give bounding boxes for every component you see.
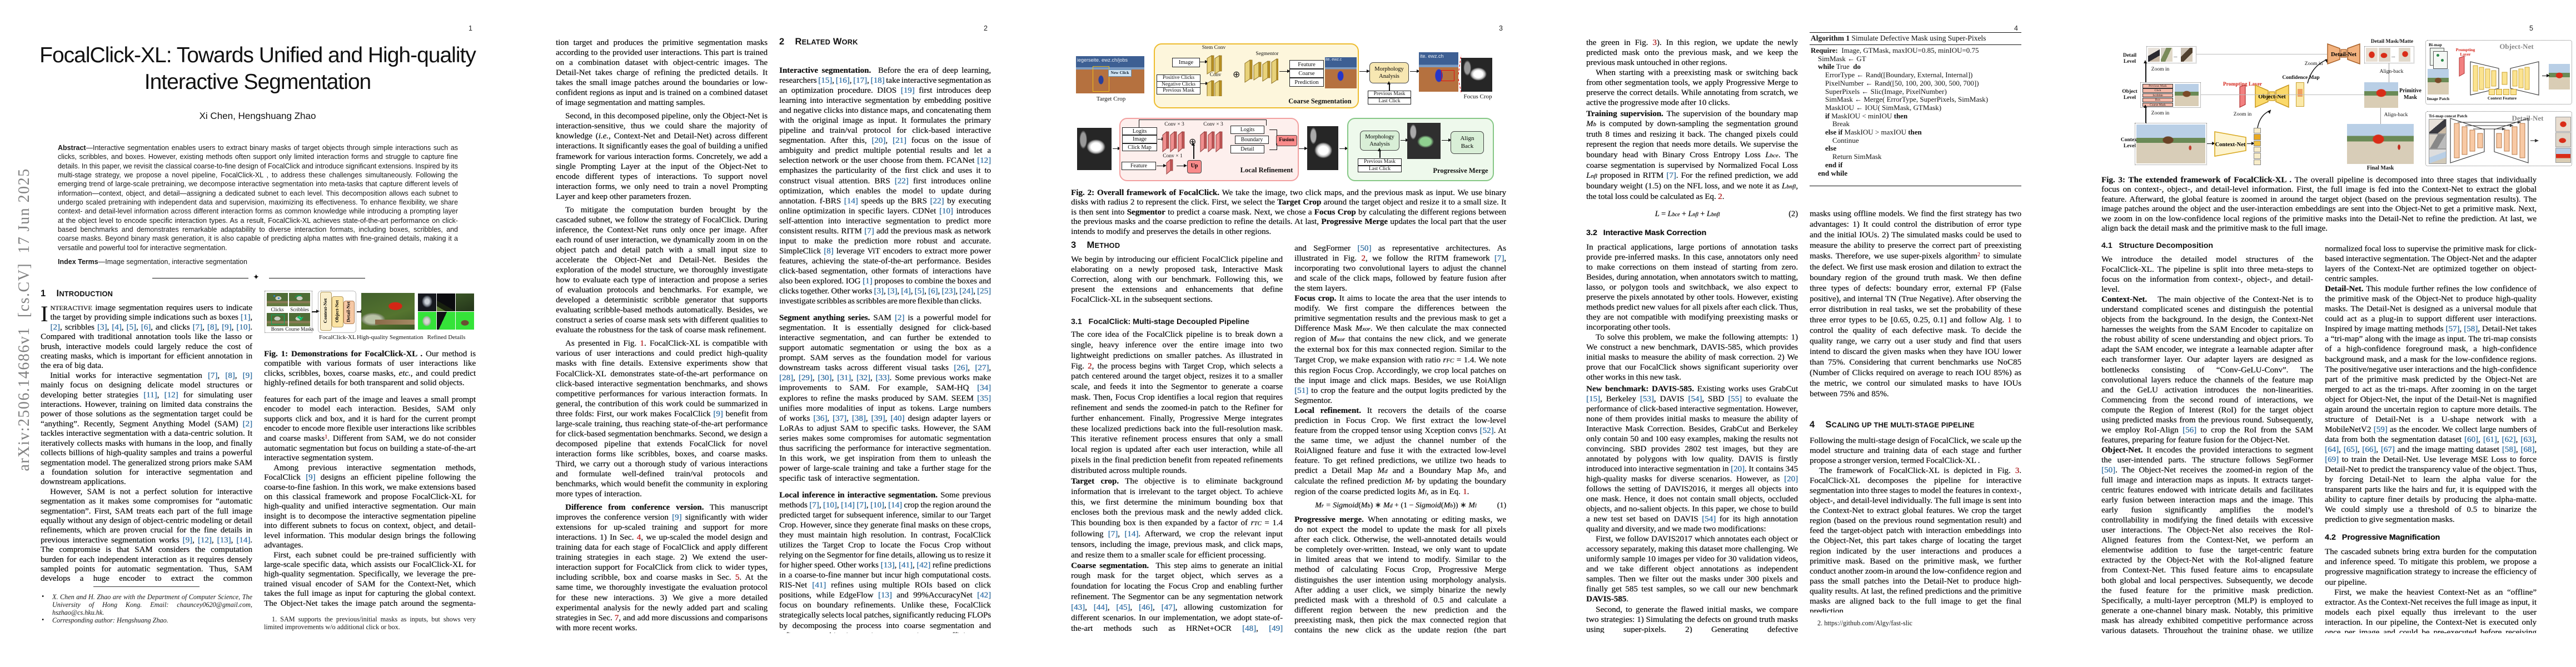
svg-text:Context-Net: Context-Net [2215,142,2246,148]
svg-text:Detail-Net: Detail-Net [2331,52,2357,58]
svg-text:Object-Net: Object-Net [2258,94,2286,100]
